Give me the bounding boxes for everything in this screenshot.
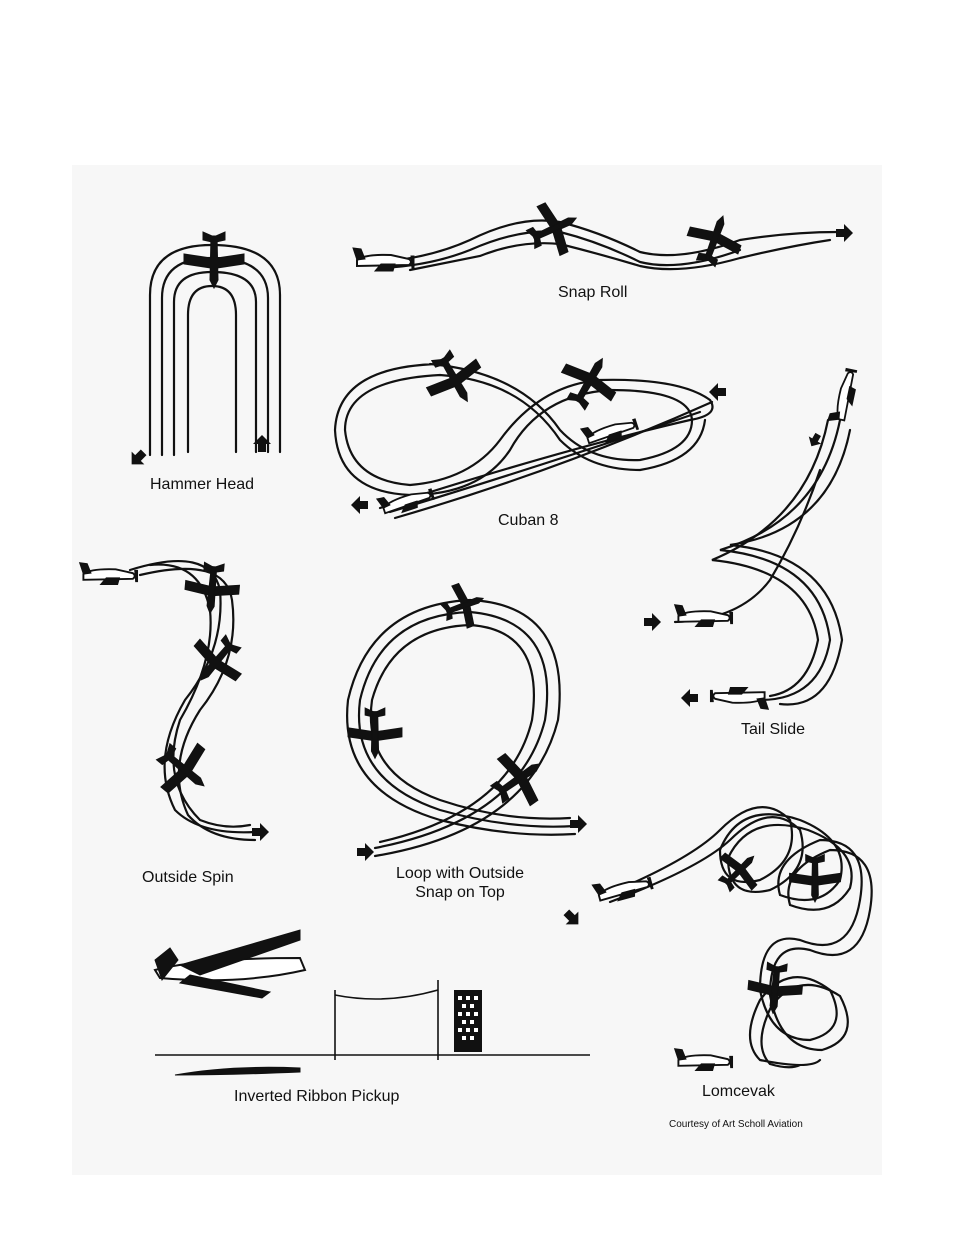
outside-spin-diagram <box>78 559 269 842</box>
outside-spin-label: Outside Spin <box>142 869 234 886</box>
loop-outside-snap-line1: Loop with Outside <box>395 865 525 882</box>
inverted-ribbon-pickup-diagram <box>153 929 590 1076</box>
hammer-head-diagram <box>125 231 282 471</box>
hammer-head-label: Hammer Head <box>150 476 255 493</box>
cuban-8-label: Cuban 8 <box>498 512 559 529</box>
inverted-ribbon-pickup-label: Inverted Ribbon Pickup <box>234 1088 400 1105</box>
lomcevak-label: Lomcevak <box>702 1083 775 1100</box>
credit-text: Courtesy of Art Scholl Aviation <box>669 1119 803 1130</box>
loop-outside-snap-diagram <box>346 576 587 861</box>
lomcevak-diagram <box>559 806 873 1072</box>
loop-outside-snap-line2: Snap on Top <box>415 884 505 901</box>
loop-outside-snap-label: Loop with Outside Snap on Top <box>390 864 530 902</box>
tail-slide-label: Tail Slide <box>741 721 806 738</box>
tail-slide-diagram <box>644 365 861 711</box>
snap-roll-label: Snap Roll <box>558 284 628 301</box>
snap-roll-diagram <box>352 193 853 274</box>
cuban-8-diagram <box>333 340 726 520</box>
